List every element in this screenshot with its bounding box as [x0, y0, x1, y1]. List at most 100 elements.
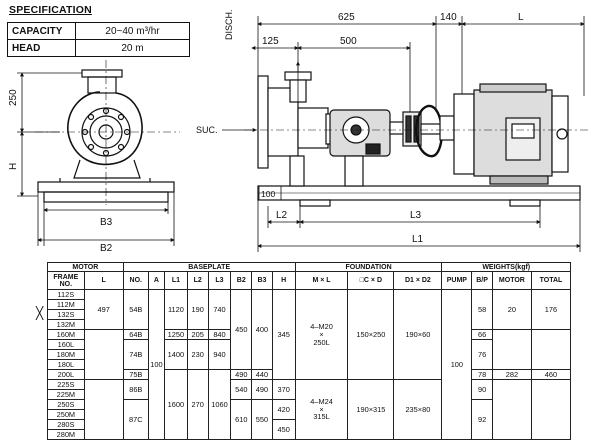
- total-cell: 176: [530, 289, 572, 331]
- l3-cell: 940: [207, 339, 232, 371]
- dim-500: 500: [340, 36, 357, 47]
- no-cell: 75B: [122, 369, 149, 381]
- motor-w-cell: [491, 329, 532, 371]
- suc-label: SUC.: [196, 125, 218, 135]
- side-view: [257, 71, 581, 207]
- total-cell: [530, 379, 572, 440]
- frame-cell: 112M: [47, 299, 85, 311]
- frame-cell: 180L: [47, 359, 85, 371]
- b2-cell: 540: [230, 379, 253, 400]
- d1d2-cell: 235×80: [393, 379, 443, 440]
- table-row: 225S 86B 540 490 370 4–M24 × 315L 190×31…: [47, 379, 572, 440]
- l1-cell: 1600: [163, 369, 188, 440]
- col-cxd: □C × D: [347, 271, 395, 291]
- frame-cell: 280S: [47, 418, 85, 430]
- l1-cell: 1120: [163, 289, 188, 331]
- l2-cell: 230: [186, 339, 209, 371]
- l3-cell: 740: [207, 289, 232, 331]
- table-row: 112S 497 54B 100 1120 190 740 450 400 34…: [47, 289, 572, 440]
- b3-cell: 490: [251, 379, 273, 400]
- frame-cell: 200L: [47, 369, 85, 381]
- l1-cell: 1250: [163, 329, 188, 341]
- group-motor: MOTOR: [47, 261, 124, 273]
- frame-cell: 250S: [47, 398, 85, 410]
- b3-cell: 400: [251, 289, 273, 371]
- no-cell: 64B: [122, 329, 149, 341]
- pump-drawing: 250 H B3 B2: [8, 9, 590, 254]
- motor-l-cell: 497: [83, 289, 124, 331]
- spec-row-capacity: CAPACITY 20~40 m³/hr: [7, 22, 190, 40]
- col-frame-no: FRAME NO.: [47, 271, 85, 291]
- frame-cell: 180M: [47, 349, 85, 361]
- disch-label: DISCH.: [224, 9, 234, 40]
- h-cell: 370: [271, 379, 296, 400]
- b2-cell: 610: [230, 398, 253, 441]
- total-cell: [530, 329, 572, 371]
- no-cell: 54B: [122, 289, 149, 331]
- col-total: TOTAL: [530, 271, 572, 291]
- motor-l-cell: [83, 329, 124, 381]
- motor-l-cell: [83, 379, 124, 440]
- col-l2: L2: [186, 271, 209, 291]
- dim-625: 625: [338, 12, 355, 23]
- col-b2: B2: [230, 271, 253, 291]
- specification-title: SPECIFICATION: [9, 4, 92, 16]
- group-foundation: FOUNDATION: [294, 261, 443, 273]
- b3-cell: 550: [251, 398, 273, 441]
- frame-cell: 160L: [47, 339, 85, 351]
- side-view-dimensions: [222, 16, 585, 252]
- frame-cell: 160M: [47, 329, 85, 341]
- col-l3: L3: [207, 271, 232, 291]
- col-pump: PUMP: [441, 271, 473, 291]
- motor-w-cell: 20: [491, 289, 532, 331]
- h-cell: 450: [271, 418, 296, 441]
- dim-l3: L3: [410, 210, 422, 221]
- dim-140: 140: [440, 12, 457, 23]
- table-row: 160L 74B 1400 230 940 76: [47, 339, 571, 371]
- bp-cell: 92: [471, 398, 493, 441]
- a-cell: 100: [147, 289, 165, 440]
- col-h: H: [271, 271, 296, 291]
- table-row: 280M: [47, 428, 571, 441]
- dim-l1: L1: [412, 234, 424, 245]
- frame-cell: 250M: [47, 408, 85, 420]
- bp-cell: 58: [471, 289, 493, 331]
- pump-cell: 100: [441, 289, 473, 440]
- b3-cell: 440: [251, 369, 273, 381]
- dimension-table: MOTOR BASEPLATE FOUNDATION WEIGHTS(kgf) …: [47, 261, 572, 441]
- dim-b2: B2: [100, 243, 113, 254]
- table-row: 160M 64B 1250 205 840 66: [47, 329, 572, 381]
- dim-250: 250: [8, 89, 19, 106]
- col-mxl: M × L: [294, 271, 349, 291]
- frame-cell: 225S: [47, 379, 85, 391]
- table-row: 280S 450: [47, 418, 571, 441]
- spec-value-head: 20 m: [75, 39, 190, 57]
- end-view-dimensions: [17, 72, 175, 246]
- column-header-row: FRAME NO. L NO. A L1 L2 L3 B2 B3 H M × L…: [47, 271, 572, 291]
- col-motor-l: L: [83, 271, 124, 291]
- no-cell: 74B: [122, 339, 149, 371]
- col-b3: B3: [251, 271, 273, 291]
- col-a: A: [147, 271, 165, 291]
- dim-125: 125: [262, 36, 279, 47]
- group-baseplate: BASEPLATE: [122, 261, 296, 273]
- dim-100: 100: [261, 189, 275, 199]
- col-l1: L1: [163, 271, 188, 291]
- no-cell: 87C: [122, 398, 149, 441]
- l3-cell: 1060: [207, 369, 232, 440]
- dim-l: L: [518, 12, 524, 23]
- group-header-row: MOTOR BASEPLATE FOUNDATION WEIGHTS(kgf): [47, 261, 571, 273]
- l3-cell: 840: [207, 329, 232, 341]
- col-motor-w: MOTOR: [491, 271, 532, 291]
- frame-cell: 132S: [47, 309, 85, 321]
- l1-cell: 1400: [163, 339, 188, 371]
- h-cell: 345: [271, 289, 296, 381]
- b2-cell: 490: [230, 369, 253, 381]
- mxl-cell: 4–M20 × 250L: [294, 289, 349, 381]
- b2-cell: 450: [230, 289, 253, 371]
- bp-cell: 66: [471, 329, 493, 341]
- dim-b3: B3: [100, 217, 113, 228]
- bp-cell: 76: [471, 339, 493, 371]
- frame-cell: 280M: [47, 428, 85, 441]
- spec-row-head: HEAD 20 m: [7, 39, 190, 57]
